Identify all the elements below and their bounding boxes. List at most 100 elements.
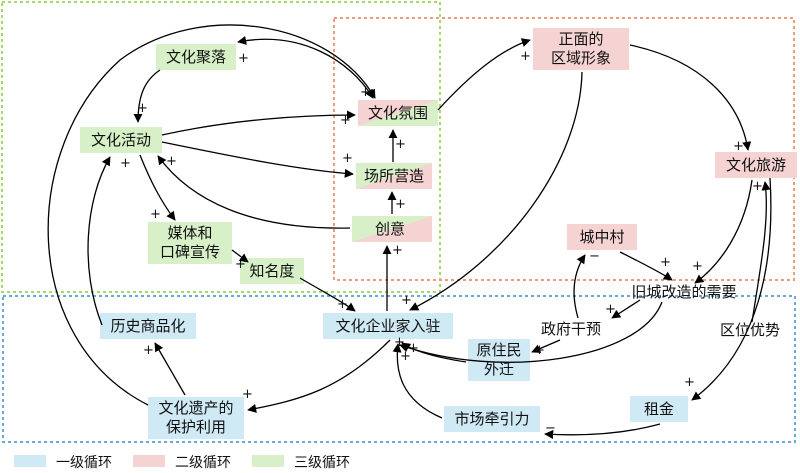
media-label-line1: 媒体和 [167,224,212,242]
edge-renewal-gov [611,299,641,319]
edge-popularity-entrepreneur [299,277,356,312]
edge-creativity-activity [157,155,351,229]
edge-cluster-activity [133,69,161,123]
urban-village-label: 城中村 [579,228,624,246]
resident-label-line2: 外迁 [484,360,514,378]
level3-loop-region [1,1,441,293]
sign-plus: + [166,154,177,169]
popularity-box [240,258,304,284]
edge-renewal-entrepreneur [399,301,663,363]
edge-resident-entrepreneur [401,342,467,363]
sign-plus: + [684,375,695,390]
sign-plus: + [733,139,744,154]
edge-image-tourism [629,44,752,151]
sign-plus: + [120,156,131,171]
sign-plus: + [137,101,148,116]
level1-loop-region [2,295,796,443]
edge-cluster-atmosphere [237,35,374,99]
sign-plus: + [392,243,403,258]
history-commercial-box [100,313,196,339]
sign-plus: + [337,297,348,312]
creativity-box [352,216,432,242]
sign-plus: + [395,197,406,212]
urban-village-box [567,224,637,250]
rent-label: 租金 [644,400,674,418]
edge-gov-village [573,254,586,319]
edge-activity-venue [161,141,354,178]
sign-plus: + [238,51,249,66]
legend-swatch-level2 [133,455,165,467]
level2-loop-region [333,17,795,281]
media-box [148,222,232,264]
edge-tourism-rent [691,177,772,401]
culture-cluster-box [156,44,236,70]
heritage-box [148,397,244,439]
entrepreneur-entry-box [323,313,453,339]
sign-plus: + [150,207,161,222]
resident-label-line1: 原住民 [476,341,521,359]
legend-level1-label: 一级循环 [56,455,112,471]
legend-swatch-level3 [252,455,284,467]
gov-intervention-label: 政府干预 [541,320,601,338]
sign-plus: + [520,49,531,64]
sign-plus: + [395,137,406,152]
market-pull-box [444,406,540,432]
location-advantage-label: 区位优势 [720,321,780,339]
positive-image-label-line1: 正面的 [558,30,603,48]
edge-history-activity [87,156,111,326]
legend-swatch-level1 [14,455,46,467]
sign-plus: + [605,302,616,317]
heritage-label-line2: 保护利用 [166,418,226,436]
edge-activity-media [139,154,176,221]
sign-plus: + [660,255,671,270]
edge-entrepreneur-heritage [247,339,391,413]
popularity-label: 知名度 [249,262,294,280]
edge-image-entrepreneur [409,71,583,311]
legend-level2-label: 二级循环 [175,455,231,471]
sign-plus: + [342,151,353,166]
culture-activity-label: 文化活动 [91,131,151,149]
edge-tourism-renewal [694,179,753,284]
history-commercial-label: 历史商品化 [110,317,185,335]
edge-media-popularity [231,249,249,263]
legend-level3-label: 三级循环 [294,455,350,471]
culture-atmosphere-box [358,100,438,126]
sign-minus: − [545,421,556,436]
market-pull-label: 市场牵引力 [454,410,529,428]
culture-cluster-label: 文化聚落 [166,48,226,66]
sign-plus: + [143,343,154,358]
culture-tourism-label: 文化旅游 [726,156,786,174]
heritage-label-line1: 文化遗产的 [158,399,233,417]
sign-plus: + [360,85,371,100]
edge-heritage-atmosphere [47,24,376,406]
creativity-label: 创意 [375,220,405,238]
sign-plus: + [400,349,411,364]
edge-heritage-history [154,342,186,396]
sign-plus: + [692,259,703,274]
culture-tourism-box [715,152,797,178]
positive-image-label-line2: 区域形象 [551,49,611,67]
entrepreneur-entry-label: 文化企业家入驻 [335,317,440,335]
edge-gov-resident [531,339,561,353]
sign-plus: + [752,179,763,194]
sign-plus: + [235,257,246,272]
sign-plus: + [242,387,253,402]
venue-building-label: 场所营造 [364,167,424,185]
edge-atmosphere-image [437,38,531,111]
media-label-line2: 口碑宣传 [160,243,220,261]
edge-rent-market [544,423,661,440]
edge-village-renewal [619,251,673,281]
sign-minus: − [589,249,600,264]
sign-plus: + [401,293,412,308]
venue-building-box [356,163,432,189]
renewal-need-label: 旧城改造的需要 [631,283,736,301]
sign-plus: + [394,335,405,350]
sign-plus: + [534,343,545,358]
edge-activity-atmosphere [161,110,356,136]
rent-box [630,396,688,422]
resident-box [468,339,530,381]
edge-market-entrepreneur [392,343,443,419]
culture-activity-box [80,127,162,153]
positive-image-box [533,28,629,70]
